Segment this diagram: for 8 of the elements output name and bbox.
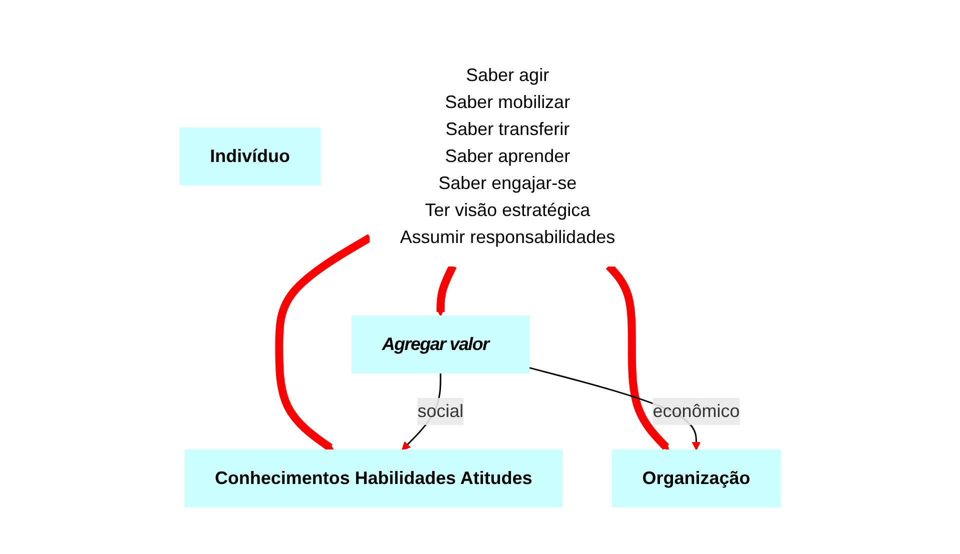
- arrow: [436, 264, 456, 316]
- node-box: Agregar valor: [351, 316, 530, 374]
- edge-label: econômico: [652, 401, 740, 421]
- node-box: Indivíduo: [179, 128, 320, 186]
- edge-label: social: [417, 401, 464, 421]
- node-text: Saber agir Saber mobilizar Saber transferir Saber aprender Saber engajar-se Ter visão estratégica Assumir responsabilidades: [400, 65, 615, 247]
- node-box: Organização: [612, 450, 781, 508]
- node-box: Conhecimentos Habilidades Atitudes: [184, 450, 563, 508]
